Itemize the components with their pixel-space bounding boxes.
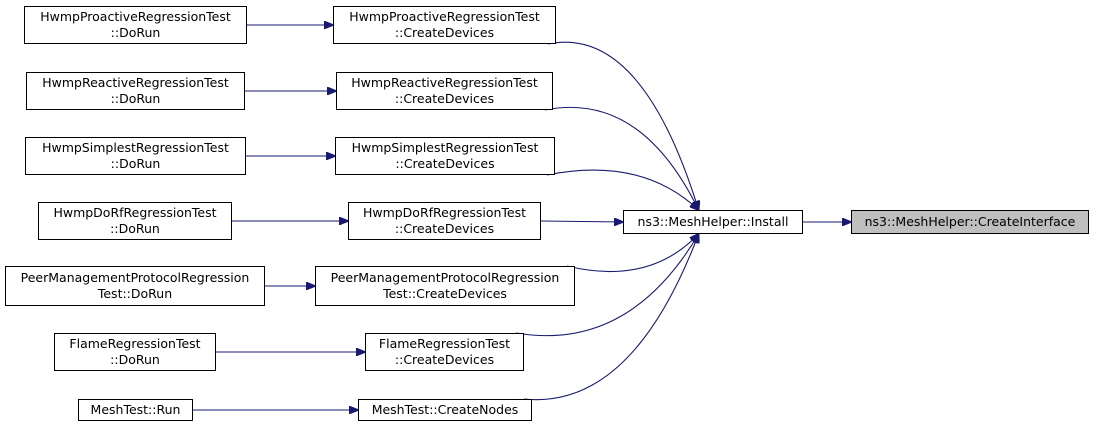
- node-hwmp-proactive-create-devices[interactable]: HwmpProactiveRegressionTest ::CreateDevi…: [333, 6, 556, 44]
- node-label-line: HwmpProactiveRegressionTest: [349, 9, 540, 24]
- node-label-line: ::CreateDevices: [395, 156, 495, 171]
- call-edge-meshtest_createnodes-to-meshhelper_install: [523, 234, 699, 401]
- node-peer-management-create-devices[interactable]: PeerManagementProtocolRegression Test::C…: [315, 266, 575, 306]
- node-label-line: MeshTest::Run: [90, 402, 181, 417]
- node-label-line: HwmpDoRfRegressionTest: [53, 205, 217, 220]
- node-label-line: FlameRegressionTest: [378, 336, 511, 351]
- node-hwmp-reactive-create-devices[interactable]: HwmpReactiveRegressionTest ::CreateDevic…: [336, 72, 553, 110]
- node-label-line: PeerManagementProtocolRegression: [330, 270, 560, 285]
- node-meshtest-create-nodes[interactable]: MeshTest::CreateNodes: [358, 399, 532, 421]
- node-flame-create-devices[interactable]: FlameRegressionTest ::CreateDevices: [365, 333, 524, 371]
- node-peer-management-dorun[interactable]: PeerManagementProtocolRegression Test::D…: [5, 266, 265, 306]
- node-meshtest-run[interactable]: MeshTest::Run: [78, 399, 193, 421]
- node-label-line: HwmpDoRfRegressionTest: [362, 205, 527, 220]
- node-label-line: HwmpSimplestRegressionTest: [42, 140, 229, 155]
- node-label-line: ::DoRun: [110, 91, 161, 106]
- node-label-line: ::CreateDevices: [394, 221, 495, 236]
- node-label-line: FlameRegressionTest: [69, 336, 201, 351]
- node-flame-dorun[interactable]: FlameRegressionTest ::DoRun: [54, 333, 216, 371]
- node-label-line: ::DoRun: [110, 352, 160, 367]
- node-hwmp-proactive-dorun[interactable]: HwmpProactiveRegressionTest ::DoRun: [24, 6, 247, 44]
- node-label-line: MeshTest::CreateNodes: [371, 402, 519, 417]
- node-label-line: ns3::MeshHelper::CreateInterface: [864, 214, 1076, 229]
- node-label-line: ::DoRun: [110, 25, 161, 40]
- node-meshhelper-create-interface: ns3::MeshHelper::CreateInterface: [851, 210, 1089, 234]
- call-edge-peer_mgmt_create-to-meshhelper_install: [566, 234, 699, 273]
- node-label-line: Test::DoRun: [97, 286, 173, 301]
- node-label-line: ::CreateDevices: [394, 352, 495, 367]
- node-hwmp-simplest-dorun[interactable]: HwmpSimplestRegressionTest ::DoRun: [25, 137, 246, 175]
- node-label-line: ::CreateDevices: [394, 25, 495, 40]
- node-label-line: ns3::MeshHelper::Install: [637, 214, 789, 229]
- call-edge-flame_create-to-meshhelper_install: [515, 234, 699, 337]
- call-edge-hwmp_dorf_create-to-meshhelper_install: [540, 221, 623, 222]
- node-label-line: HwmpProactiveRegressionTest: [40, 9, 231, 24]
- call-edge-hwmp_proactive_create-to-meshhelper_install: [547, 41, 699, 210]
- node-meshhelper-install[interactable]: ns3::MeshHelper::Install: [623, 210, 803, 234]
- node-label-line: HwmpReactiveRegressionTest: [351, 75, 538, 90]
- node-label-line: HwmpReactiveRegressionTest: [42, 75, 229, 90]
- node-label-line: PeerManagementProtocolRegression: [20, 270, 250, 285]
- node-hwmp-reactive-dorun[interactable]: HwmpReactiveRegressionTest ::DoRun: [26, 72, 245, 110]
- node-label-line: HwmpSimplestRegressionTest: [351, 140, 539, 155]
- node-label-line: ::DoRun: [110, 221, 160, 236]
- call-edge-hwmp_reactive_create-to-meshhelper_install: [544, 106, 699, 210]
- call-edge-hwmp_simplest_create-to-meshhelper_install: [546, 169, 699, 210]
- node-label-line: ::DoRun: [110, 156, 161, 171]
- node-hwmp-simplest-create-devices[interactable]: HwmpSimplestRegressionTest ::CreateDevic…: [335, 137, 555, 175]
- node-hwmp-dorf-dorun[interactable]: HwmpDoRfRegressionTest ::DoRun: [38, 202, 232, 240]
- node-label-line: Test::CreateDevices: [383, 286, 507, 301]
- node-hwmp-dorf-create-devices[interactable]: HwmpDoRfRegressionTest ::CreateDevices: [348, 202, 541, 240]
- node-label-line: ::CreateDevices: [394, 91, 495, 106]
